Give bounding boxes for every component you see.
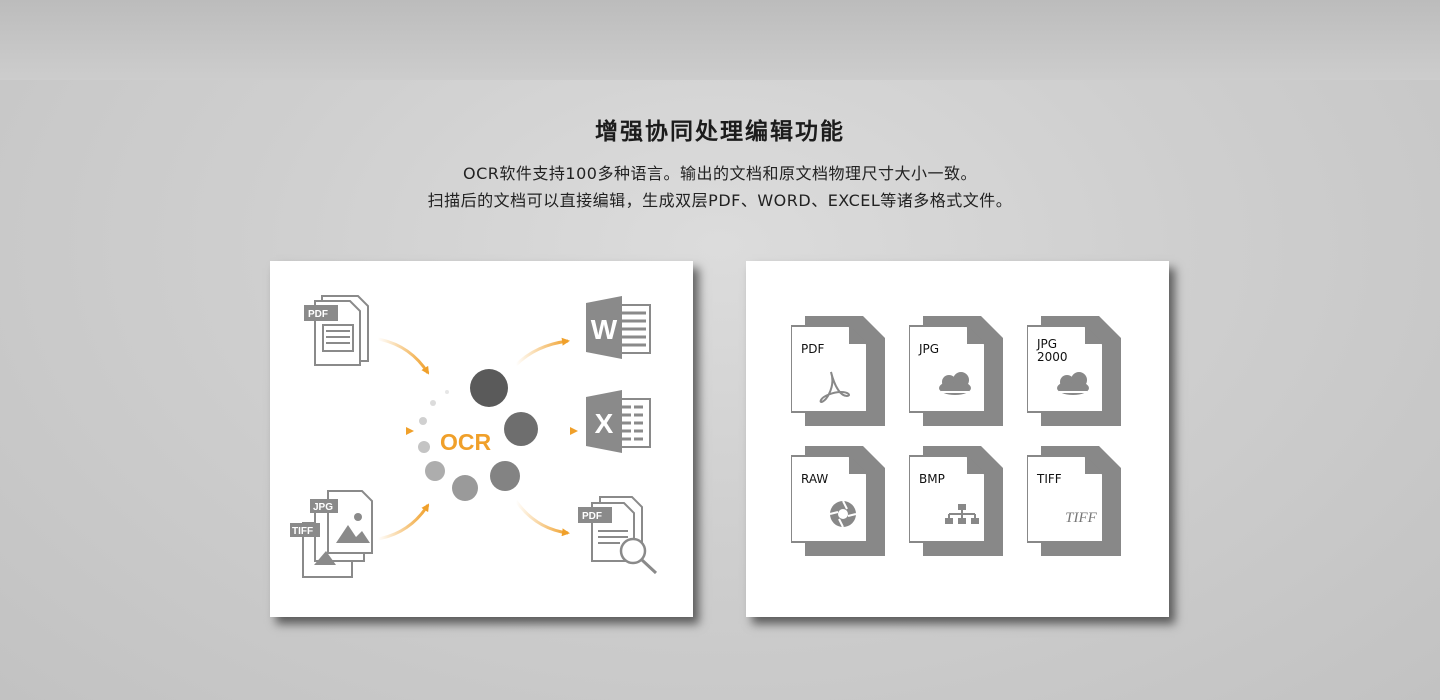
format-label-jpg: JPG — [919, 342, 940, 356]
excel-letter: X — [595, 408, 614, 439]
word-letter: W — [591, 314, 618, 345]
format-label-raw: RAW — [801, 472, 829, 486]
format-label-bmp: BMP — [919, 472, 945, 486]
arrow-in-bottom — [377, 503, 430, 541]
format-tile-bmp: BMP — [909, 446, 1004, 558]
description-line-2: 扫描后的文档可以直接编辑，生成双层PDF、WORD、EXCEL等诸多格式文件。 — [427, 191, 1013, 210]
ocr-label: OCR — [440, 429, 492, 455]
pdf-document-icon: PDF — [304, 295, 369, 366]
format-tile-tiff: TIFF TIFF — [1027, 446, 1122, 558]
ocr-diagram: PDF JPG TIFF — [290, 295, 658, 578]
pdf-badge-text: PDF — [308, 309, 328, 320]
cloud-image-icon — [939, 372, 971, 395]
aperture-icon — [829, 500, 857, 528]
top-band — [0, 0, 1440, 80]
format-label-tiff: TIFF — [1037, 472, 1062, 486]
image-documents-icon: JPG TIFF — [290, 490, 373, 578]
cloud-image-icon — [1057, 372, 1089, 395]
acrobat-icon — [819, 371, 850, 403]
page-title: 增强协同处理编辑功能 — [595, 119, 845, 145]
description-line-1: OCR软件支持100多种语言。输出的文档和原文档物理尺寸大小一致。 — [463, 164, 977, 183]
tiff-text-icon: TIFF — [1065, 510, 1098, 526]
tiff-badge-text: TIFF — [292, 526, 313, 537]
hierarchy-icon — [945, 504, 979, 524]
searchable-pdf-icon: PDF — [578, 496, 658, 575]
arrow-out-bottom — [514, 500, 570, 537]
format-tile-pdf: PDF — [791, 316, 886, 428]
arrow-out-top — [514, 337, 570, 367]
formats-panel: PDF JPG JPG 2000 — [746, 261, 1169, 617]
arrow-in-top — [377, 337, 430, 375]
format-label-jpg2000: JPG 2000 — [1037, 337, 1068, 364]
jpg-badge-text: JPG — [313, 502, 333, 513]
output-pdf-badge-text: PDF — [582, 511, 602, 522]
word-icon: W — [586, 296, 651, 359]
format-tile-jpg: JPG — [909, 316, 1004, 428]
format-tile-raw: RAW — [791, 446, 886, 558]
format-tile-jpg2000: JPG 2000 — [1027, 316, 1122, 428]
processing-dots — [418, 369, 538, 501]
excel-icon: X — [586, 390, 651, 453]
ocr-conversion-panel: PDF JPG TIFF — [270, 261, 693, 617]
format-label-pdf: PDF — [801, 342, 825, 356]
